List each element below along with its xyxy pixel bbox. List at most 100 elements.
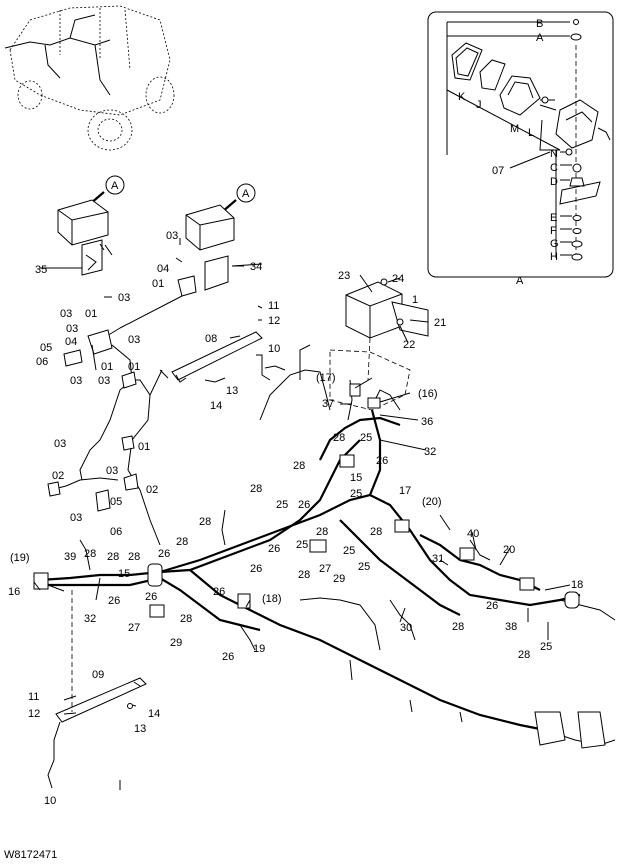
callout-28-c: 28: [250, 483, 262, 495]
callout-28-j: 28: [84, 548, 96, 560]
callout-28-m: 28: [452, 621, 464, 633]
detail-label-j: J: [476, 99, 482, 111]
lamp-assembly-right: [175, 183, 256, 291]
callout-05-a: 05: [40, 342, 52, 354]
callout-01-e: 01: [138, 441, 150, 453]
callout-25-a: 25: [360, 432, 372, 444]
detail-label-b: B: [536, 18, 543, 30]
detail-label-f: F: [550, 225, 557, 237]
callout-27-a: 27: [319, 563, 331, 575]
callout-06-b: 06: [110, 526, 122, 538]
callout-13-b: 13: [134, 723, 146, 735]
callout-23: 23: [338, 270, 350, 282]
callout-20: 20: [503, 544, 515, 556]
box-23: [329, 278, 429, 411]
callout-03-a: 03: [166, 230, 178, 242]
callout-19p: (19): [10, 552, 30, 564]
callout-26-b: 26: [298, 499, 310, 511]
callout-03-f: 03: [70, 375, 82, 387]
callout-28-b: 28: [293, 460, 305, 472]
callout-18: 18: [571, 579, 583, 591]
bar-08: [171, 331, 286, 383]
callout-14-a: 14: [210, 400, 222, 412]
callout-02-b: 02: [146, 484, 158, 496]
detail-label-c: C: [550, 162, 558, 174]
callout-28-i: 28: [128, 551, 140, 563]
callout-16p: (16): [418, 388, 438, 400]
callout-37: 37: [322, 398, 334, 410]
callout-26-e: 26: [250, 563, 262, 575]
callout-14-b: 14: [148, 708, 160, 720]
callout-28-d: 28: [199, 516, 211, 528]
callout-04-a: 04: [157, 263, 169, 275]
callout-25-f: 25: [358, 561, 370, 573]
callout-08: 08: [205, 333, 217, 345]
callout-01-a: 01: [152, 278, 164, 290]
callout-30: 30: [400, 622, 412, 634]
callout-01-d: 01: [128, 361, 140, 373]
callout-20p: (20): [422, 496, 442, 508]
detail-label-g: G: [550, 238, 559, 250]
connectors: [33, 383, 606, 749]
bracket-left: [47, 275, 197, 546]
callout-28-h: 28: [107, 551, 119, 563]
callout-03-h: 03: [54, 438, 66, 450]
callout-03-c: 03: [60, 308, 72, 320]
callout-1: 1: [412, 294, 418, 306]
callout-01-c: 01: [101, 361, 113, 373]
callout-04-b: 04: [65, 336, 77, 348]
callout-25-d: 25: [296, 539, 308, 551]
callout-10-b: 10: [44, 795, 56, 807]
callout-31: 31: [432, 553, 444, 565]
callout-01-b: 01: [85, 308, 97, 320]
callout-26-f: 26: [213, 586, 225, 598]
leader-lines: [33, 263, 571, 790]
callout-28-k: 28: [298, 569, 310, 581]
callout-28-f: 28: [370, 526, 382, 538]
callout-28-e: 28: [316, 526, 328, 538]
callout-40: 40: [467, 528, 479, 540]
callout-25-b: 25: [350, 488, 362, 500]
callout-26-g: 26: [145, 591, 157, 603]
callout-17: 17: [399, 485, 411, 497]
callout-17p: (17): [316, 372, 336, 384]
callout-03-i: 03: [106, 465, 118, 477]
callout-26-j: 26: [222, 651, 234, 663]
bar-09: [47, 677, 147, 789]
detail-label-l: L: [528, 127, 534, 139]
detail-label-k: K: [458, 91, 466, 103]
callout-03-e: 03: [128, 334, 140, 346]
callout-22: 22: [403, 339, 415, 351]
callout-32-b: 32: [84, 613, 96, 625]
callout-26-h: 26: [108, 595, 120, 607]
callout-39: 39: [64, 551, 76, 563]
tractor-thumbnail: [4, 5, 175, 151]
callout-03-d: 03: [66, 323, 78, 335]
detail-a-box: [427, 11, 614, 278]
callout-28-l: 28: [180, 613, 192, 625]
callout-03-b: 03: [118, 292, 130, 304]
detail-label-07: 07: [492, 165, 504, 177]
callout-15-a: 15: [350, 472, 362, 484]
callout-38: 38: [505, 621, 517, 633]
callout-29-b: 29: [170, 637, 182, 649]
callout-28-g: 28: [176, 536, 188, 548]
callout-11-a: 11: [268, 300, 279, 312]
callout-24: 24: [392, 273, 404, 285]
callout-09: 09: [92, 669, 104, 681]
callout-29-a: 29: [333, 573, 345, 585]
detail-box-caption: A: [516, 275, 524, 287]
callout-16: 16: [8, 586, 20, 598]
detail-label-a: A: [536, 32, 544, 44]
callout-10-a: 10: [268, 343, 280, 355]
detail-label-d: D: [550, 176, 558, 188]
callout-19: 19: [253, 643, 265, 655]
detail-label-m: M: [510, 123, 519, 135]
callout-12-a: 12: [268, 315, 280, 327]
detail-label-n: N: [550, 148, 558, 160]
callout-25-g: 25: [540, 641, 552, 653]
callout-28-a: 28: [333, 432, 345, 444]
callout-02-a: 02: [52, 470, 64, 482]
callout-28-n: 28: [518, 649, 530, 661]
